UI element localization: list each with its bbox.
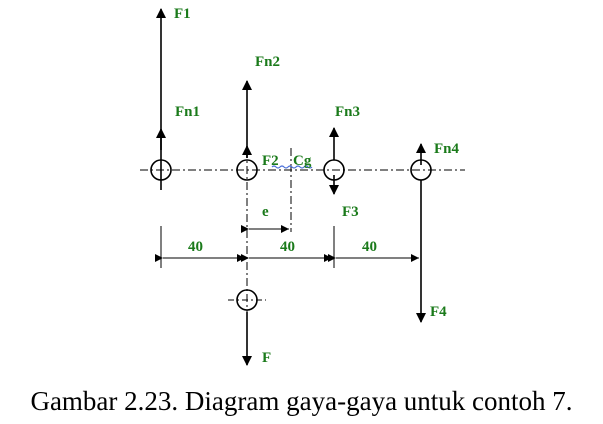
dimension-label-2: 40 [280, 239, 295, 255]
label-fn1: Fn1 [175, 104, 200, 120]
dimension-label-3: 40 [362, 239, 377, 255]
label-f4: F4 [430, 304, 447, 320]
figure-caption: Gambar 2.23. Diagram gaya-gaya untuk con… [30, 386, 573, 416]
label-f: F [262, 350, 271, 366]
force-diagram: F1 Fn1 Fn2 Fn3 Fn4 F2 Cg F3 F4 F e 40 40… [140, 6, 465, 366]
bolt-2 [236, 159, 258, 181]
label-fn4: Fn4 [434, 141, 460, 157]
bolt-bottom [236, 289, 258, 311]
label-f2: F2 [262, 153, 279, 169]
label-e: e [262, 204, 269, 220]
label-f3: F3 [342, 204, 359, 220]
cg-underline [271, 165, 313, 169]
label-cg: Cg [293, 153, 312, 169]
label-fn2: Fn2 [255, 54, 280, 70]
label-f1: F1 [174, 6, 191, 22]
label-fn3: Fn3 [335, 104, 360, 120]
dimension-label-1: 40 [188, 239, 203, 255]
